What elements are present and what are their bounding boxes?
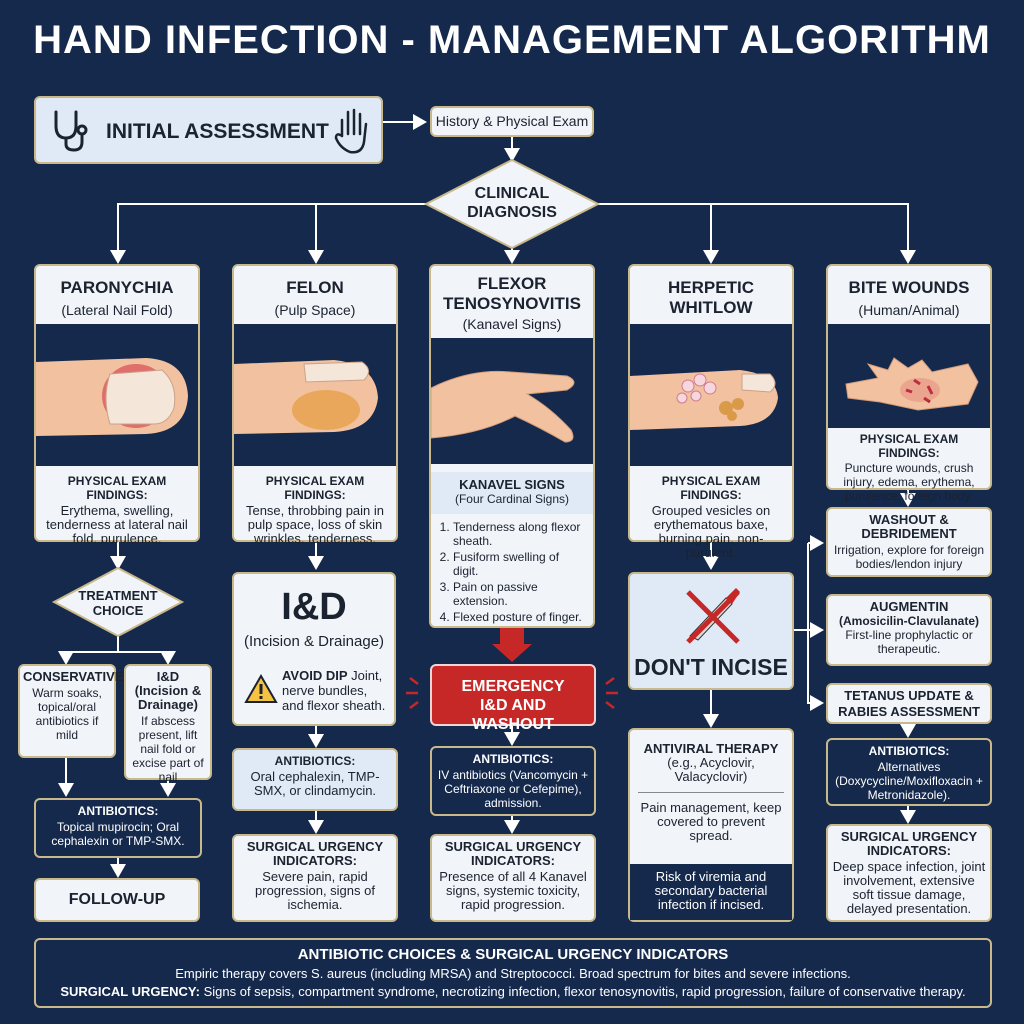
flexor-abx-text: IV antibiotics (Vancomycin + Ceftriaxone…: [437, 768, 589, 810]
felon-illustration: [234, 324, 396, 466]
initial-assessment-box: INITIAL ASSESSMENT: [34, 96, 383, 164]
bite-card: BITE WOUNDS (Human/Animal) PHYSICAL EXAM…: [826, 264, 992, 503]
felon-id-sub: (Incision & Drainage): [243, 633, 385, 650]
felon-urgency-box: SURGICAL URGENCY INDICATORS: Severe pain…: [232, 834, 398, 922]
bite-urg-text: Deep space infection, joint involvement,…: [832, 859, 986, 916]
paronychia-title: PARONYCHIA: [60, 278, 174, 297]
paronychia-card: PARONYCHIA (Lateral Nail Fold) PHYSICAL …: [34, 264, 200, 546]
bite-urgency-box: SURGICAL URGENCY INDICATORS: Deep space …: [826, 824, 992, 922]
washout-box: WASHOUT & DEBRIDEMENT Irrigation, explor…: [826, 507, 992, 577]
follow-up-box: FOLLOW-UP: [34, 878, 200, 922]
kanavel-sign: Tenderness along flexor sheath.: [453, 520, 587, 548]
washout-text: Irrigation, explore for foreign bodies/l…: [833, 543, 985, 571]
footer-title: ANTIBIOTIC CHOICES & SURGICAL URGENCY IN…: [297, 946, 729, 963]
felon-abx-title: ANTIBIOTICS:: [274, 754, 356, 768]
bite-abx-title: ANTIBIOTICS:: [868, 744, 950, 758]
scalpel-crossed-icon: [686, 588, 740, 644]
pain-management-text: Pain management, keep covered to prevent…: [640, 800, 782, 843]
flexor-abx-title: ANTIBIOTICS:: [472, 752, 554, 766]
paronychia-abx-text: Topical mupirocin; Oral cephalexin or TM…: [51, 820, 185, 848]
antiviral-sub: (e.g., Acyclovir, Valacyclovir): [667, 755, 755, 784]
kanavel-signs-list: Tenderness along flexor sheath. Fusiform…: [435, 520, 587, 626]
hand-icon: [334, 108, 368, 154]
initial-assessment-label: INITIAL ASSESSMENT: [106, 120, 329, 143]
dont-incise-label: DON'T INCISE: [634, 654, 788, 680]
kanavel-sign: Flexed posture of finger.: [453, 610, 587, 624]
flexor-antibiotics-box: ANTIBIOTICS: IV antibiotics (Vancomycin …: [430, 746, 596, 816]
dont-incise-box: DON'T INCISE: [628, 572, 794, 690]
bite-urg-title: SURGICAL URGENCY INDICATORS:: [840, 829, 978, 858]
avoid-dip-text: AVOID DIP Joint, nerve bundles, and flex…: [282, 668, 386, 713]
paronychia-exam-title: PHYSICAL EXAM FINDINGS:: [67, 474, 167, 502]
bite-illustration: [828, 324, 990, 428]
felon-id-box: I&D (Incision & Drainage) AVOID DIP Join…: [232, 572, 396, 726]
paronychia-illustration: [36, 324, 198, 466]
paronychia-id-text: If abscess present, lift nail fold or ex…: [132, 714, 204, 784]
washout-title: WASHOUT & DEBRIDEMENT: [861, 512, 957, 541]
stethoscope-icon: [54, 110, 88, 152]
bite-exam-text: Puncture wounds, crush injury, edema, er…: [843, 461, 975, 503]
flexor-subtitle: (Kanavel Signs): [462, 316, 562, 332]
warning-icon: [244, 674, 278, 703]
antiviral-title: ANTIVIRAL THERAPY: [643, 741, 779, 756]
footer-box: ANTIBIOTIC CHOICES & SURGICAL URGENCY IN…: [34, 938, 992, 1008]
paronychia-exam-text: Erythema, swelling, tenderness at latera…: [46, 503, 188, 546]
bite-subtitle: (Human/Animal): [858, 302, 960, 318]
felon-exam-text: Tense, throbbing pain in pulp space, los…: [245, 503, 385, 546]
felon-antibiotics-box: ANTIBIOTICS: Oral cephalexin, TMP-SMX, o…: [232, 748, 398, 811]
risk-text: Risk of viremia and secondary bacterial …: [630, 864, 792, 920]
footer-urgency: SURGICAL URGENCY: Signs of sepsis, compa…: [60, 984, 966, 999]
bite-antibiotics-box: ANTIBIOTICS: Alternatives (Doxycycline/M…: [826, 738, 992, 806]
kanavel-header: KANAVEL SIGNS (Four Cardinal Signs): [431, 472, 593, 514]
footer-line1: Empiric therapy covers S. aureus (includ…: [175, 966, 851, 981]
herpetic-exam-title: PHYSICAL EXAM FINDINGS:: [661, 474, 761, 502]
bite-exam-title: PHYSICAL EXAM FINDINGS:: [859, 432, 959, 460]
page-title: HAND INFECTION - MANAGEMENT ALGORITHM: [33, 18, 991, 62]
paronychia-id-box: I&D (Incision & Drainage) If abscess pre…: [124, 664, 212, 784]
flexor-urgency-box: SURGICAL URGENCY INDICATORS: Presence of…: [430, 834, 596, 922]
flexor-illustration: [430, 338, 593, 464]
bite-abx-text: Alternatives (Doxycycline/Moxifloxacin +…: [835, 760, 983, 802]
conservative-text: Warm soaks, topical/oral antibiotics if …: [32, 686, 102, 742]
augmentin-text: First-line prophylactic or therapeutic.: [845, 628, 973, 656]
herpetic-illustration: [630, 324, 792, 466]
bite-title: BITE WOUNDS: [848, 278, 970, 297]
flexor-urg-text: Presence of all 4 Kanavel signs, systemi…: [439, 869, 587, 912]
felon-abx-text: Oral cephalexin, TMP-SMX, or clindamycin…: [250, 769, 380, 798]
felon-title: FELON: [286, 278, 344, 297]
felon-card: FELON (Pulp Space) PHYSICAL EXAM FINDING…: [232, 264, 398, 546]
kanavel-sign: Pain on passive extension.: [453, 580, 587, 608]
felon-subtitle: (Pulp Space): [274, 302, 356, 318]
paronychia-abx-title: ANTIBIOTICS:: [77, 804, 159, 818]
augmentin-sub: (Amosicilin-Clavulanate): [838, 614, 980, 628]
tetanus-box: TETANUS UPDATE & RABIES ASSESSMENT: [826, 683, 992, 724]
felon-id-big: I&D: [281, 586, 347, 628]
conservative-title: CONSERVATIVE: [23, 669, 124, 684]
flexor-urg-title: SURGICAL URGENCY INDICATORS:: [444, 839, 582, 868]
felon-urg-text: Severe pain, rapid progression, signs of…: [255, 869, 375, 912]
emergency-box: EMERGENCY I&D AND WASHOUT: [430, 664, 596, 733]
augmentin-box: AUGMENTIN (Amosicilin-Clavulanate) First…: [826, 594, 992, 666]
herpetic-exam-text: Grouped vesicles on erythematous baxe, b…: [651, 503, 771, 560]
tetanus-text: TETANUS UPDATE & RABIES ASSESSMENT: [838, 688, 980, 719]
paronychia-antibiotics-box: ANTIBIOTICS: Topical mupirocin; Oral cep…: [34, 798, 202, 858]
augmentin-title: AUGMENTIN: [869, 599, 949, 614]
paronychia-subtitle: (Lateral Nail Fold): [61, 302, 173, 318]
felon-urg-title: SURGICAL URGENCY INDICATORS:: [246, 839, 384, 868]
antiviral-box: ANTIVIRAL THERAPY (e.g., Acyclovir, Vala…: [628, 728, 794, 922]
paronychia-id-title: I&D (Incision & Drainage): [134, 669, 202, 712]
kanavel-sign: Fusiform swelling of digit.: [453, 550, 587, 578]
conservative-box: CONSERVATIVE Warm soaks, topical/oral an…: [18, 664, 124, 758]
history-exam-box: History & Physical Exam: [430, 106, 594, 137]
felon-exam-title: PHYSICAL EXAM FINDINGS:: [265, 474, 365, 502]
